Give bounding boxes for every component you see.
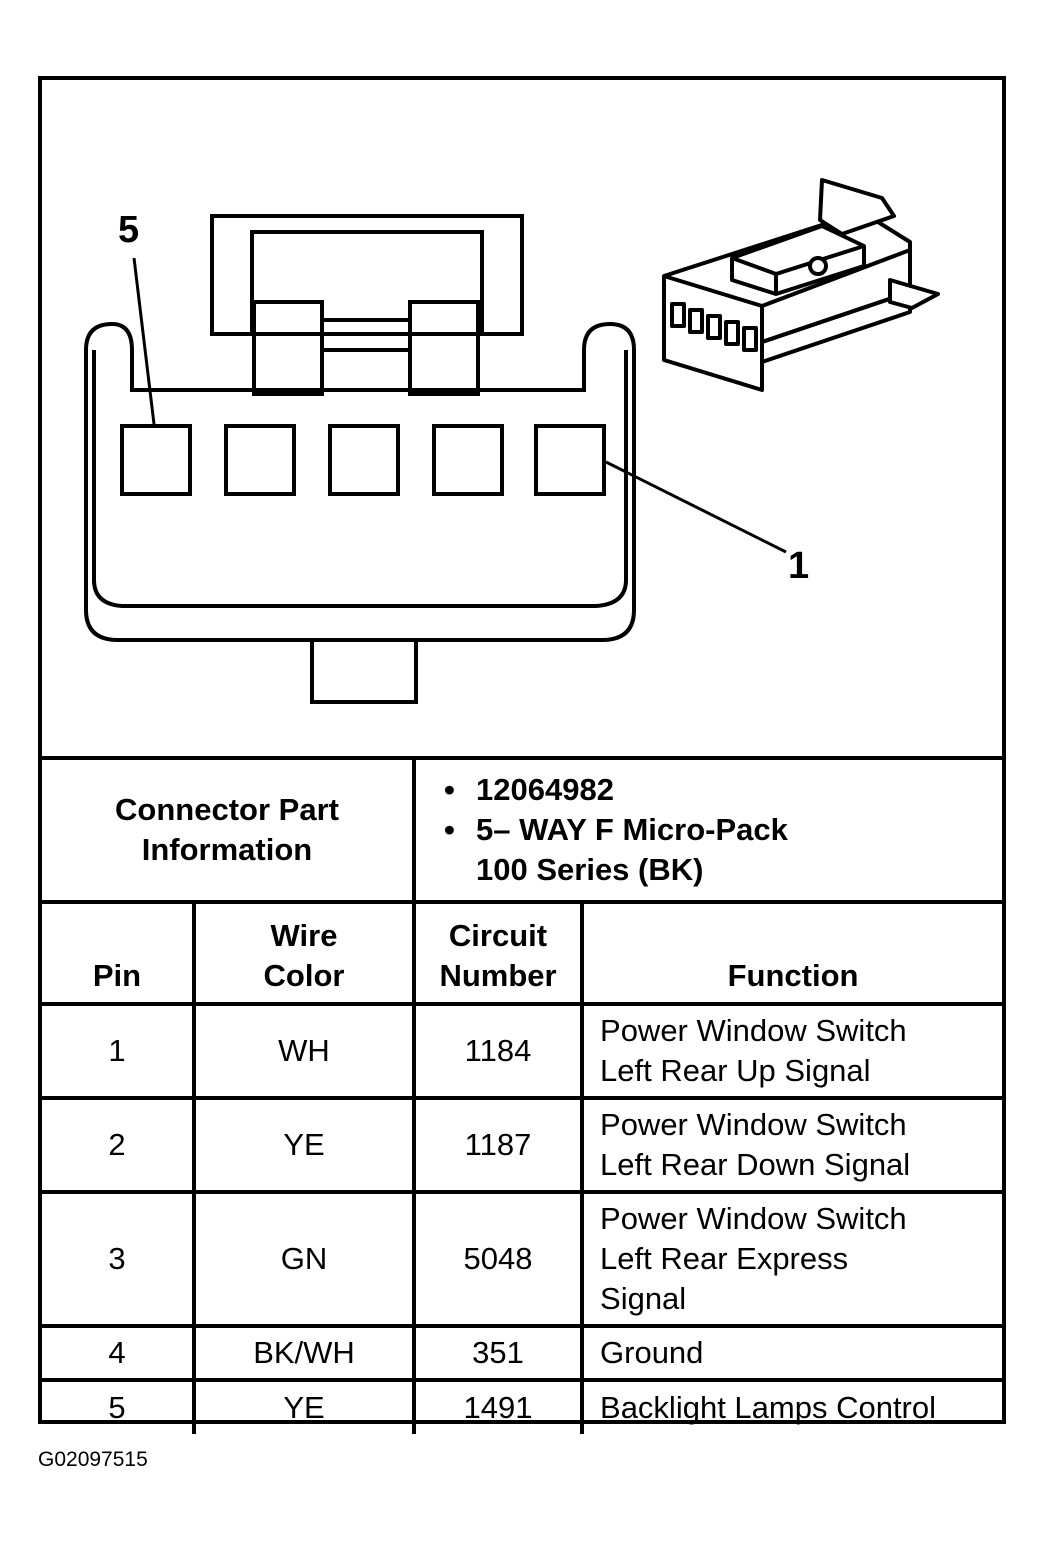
cell-pin: 3 bbox=[42, 1190, 196, 1328]
table-header-row: Pin Wire Color Circuit Number Function bbox=[42, 900, 1003, 1006]
connector-body-outline bbox=[84, 321, 636, 642]
cell-pin: 2 bbox=[42, 1096, 196, 1194]
diagram-frame: 5 1 bbox=[38, 76, 1006, 1434]
cell-circuit-number: 1491 bbox=[412, 1378, 585, 1434]
part-description-line-2: 100 Series (BK) bbox=[476, 852, 704, 887]
cell-wire-color: GN bbox=[191, 1190, 417, 1328]
connector-body-inner bbox=[92, 350, 628, 608]
connector-pinout-table: Connector Part Information 12064982 5– W… bbox=[42, 756, 1003, 1434]
header-function: Function bbox=[580, 900, 1003, 1006]
connector-bottom-tab bbox=[310, 638, 418, 704]
cell-function: Ground bbox=[580, 1324, 1003, 1382]
cell-wire-color: YE bbox=[191, 1096, 417, 1194]
cell-wire-color: YE bbox=[191, 1378, 417, 1434]
table-row: 3 GN 5048 Power Window Switch Left Rear … bbox=[42, 1190, 1003, 1328]
cell-function: Power Window Switch Left Rear Up Signal bbox=[580, 1002, 1003, 1100]
cell-circuit-number: 1184 bbox=[412, 1002, 585, 1100]
pin-cavity-3 bbox=[328, 424, 400, 496]
info-label-line-1: Connector Part bbox=[115, 792, 339, 827]
part-description-line-1: 5– WAY F Micro-Pack bbox=[444, 810, 1002, 850]
header-pin: Pin bbox=[42, 900, 196, 1006]
table-row: 4 BK/WH 351 Ground bbox=[42, 1324, 1003, 1382]
part-number: 12064982 bbox=[444, 770, 1002, 810]
cell-circuit-number: 5048 bbox=[412, 1190, 585, 1328]
cell-pin: 1 bbox=[42, 1002, 196, 1100]
header-wire-color: Wire Color bbox=[191, 900, 417, 1006]
table-row: 1 WH 1184 Power Window Switch Left Rear … bbox=[42, 1002, 1003, 1100]
pin-cavity-4 bbox=[224, 424, 296, 496]
table-row: 2 YE 1187 Power Window Switch Left Rear … bbox=[42, 1096, 1003, 1194]
pin-label-1: 1 bbox=[788, 545, 809, 587]
connector-part-info-values: 12064982 5– WAY F Micro-Pack 100 Series … bbox=[412, 756, 1003, 904]
cell-function: Power Window Switch Left Rear Down Signa… bbox=[580, 1096, 1003, 1194]
cell-circuit-number: 1187 bbox=[412, 1096, 585, 1194]
connector-part-info-row: Connector Part Information 12064982 5– W… bbox=[42, 756, 1003, 904]
leader-line-pin-5 bbox=[132, 257, 156, 425]
connector-part-info-label: Connector Part Information bbox=[42, 756, 417, 904]
cell-function: Backlight Lamps Control bbox=[580, 1378, 1003, 1434]
cell-pin: 4 bbox=[42, 1324, 196, 1382]
connector-face-diagram: 5 1 bbox=[42, 80, 1002, 756]
table-row: 5 YE 1491 Backlight Lamps Control bbox=[42, 1378, 1003, 1434]
pin-cavity-2 bbox=[432, 424, 504, 496]
leader-line-pin-1 bbox=[605, 460, 787, 554]
connector-latch bbox=[210, 214, 524, 396]
connector-isometric-view bbox=[662, 178, 940, 392]
pin-label-5: 5 bbox=[118, 209, 139, 251]
cell-wire-color: WH bbox=[191, 1002, 417, 1100]
cell-wire-color: BK/WH bbox=[191, 1324, 417, 1382]
header-circuit-number: Circuit Number bbox=[412, 900, 585, 1006]
connector-table-area: Connector Part Information 12064982 5– W… bbox=[42, 756, 1003, 1434]
pin-cavities bbox=[120, 424, 606, 496]
cell-pin: 5 bbox=[42, 1378, 196, 1434]
cell-function: Power Window Switch Left Rear Express Si… bbox=[580, 1190, 1003, 1328]
pin-cavity-5 bbox=[120, 424, 192, 496]
connector-face-svg: 5 1 bbox=[84, 178, 940, 704]
figure-id: G02097515 bbox=[38, 1448, 148, 1471]
info-label-line-2: Information bbox=[141, 832, 313, 867]
pin-cavity-1 bbox=[534, 424, 606, 496]
cell-circuit-number: 351 bbox=[412, 1324, 585, 1382]
